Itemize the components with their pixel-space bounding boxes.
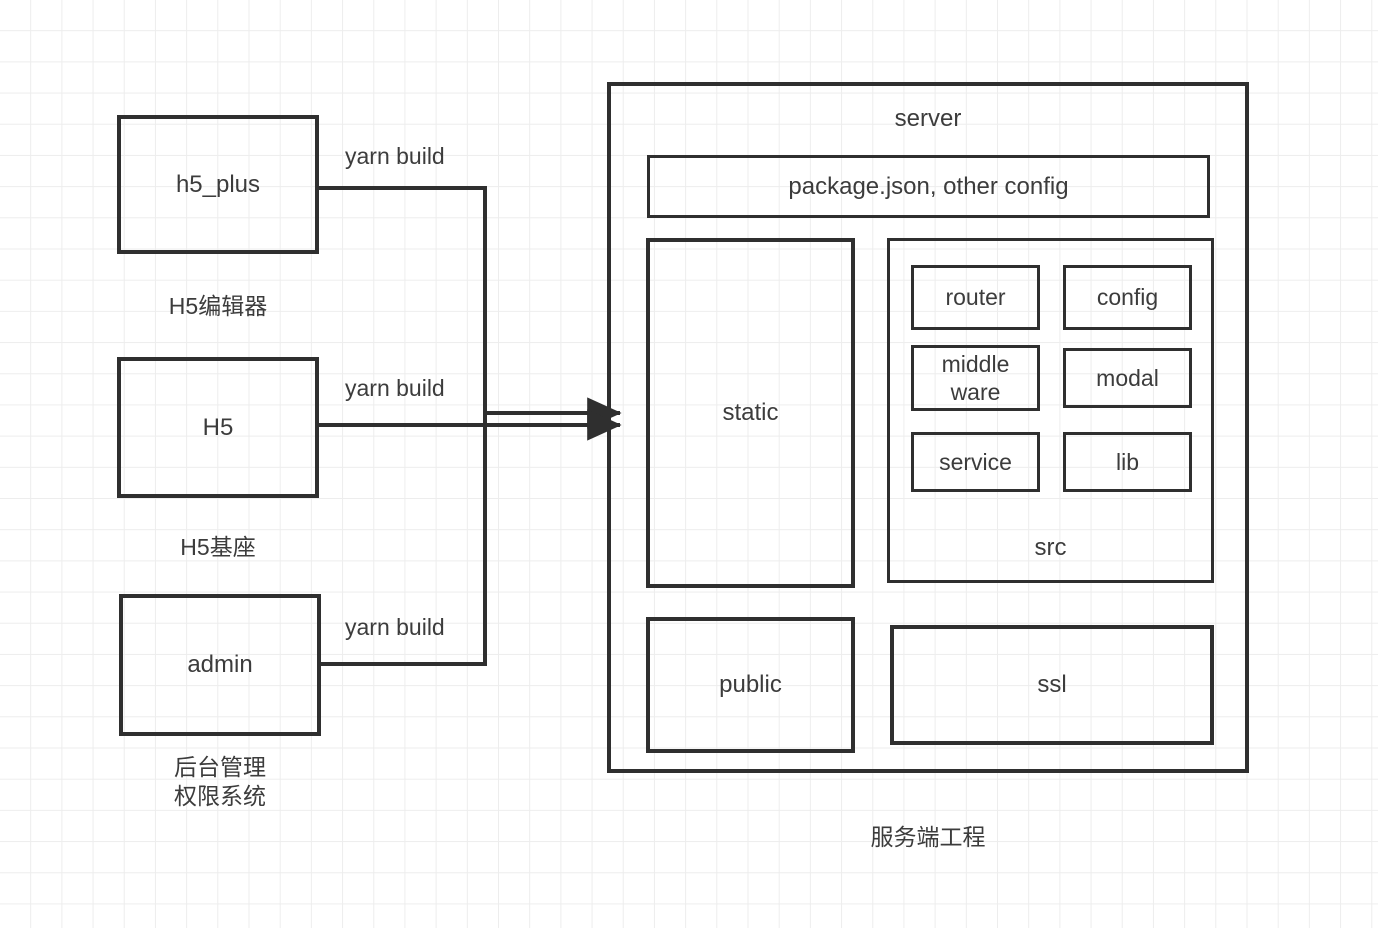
public-label: public xyxy=(719,671,782,699)
node-admin[interactable]: admin xyxy=(119,594,321,736)
node-admin-label: admin xyxy=(187,651,253,679)
src-child-router-label: router xyxy=(945,284,1006,311)
node-h5-label: H5 xyxy=(202,413,234,441)
src-child-modal-label: modal xyxy=(1096,364,1159,391)
caption-h5: H5基座 xyxy=(180,534,256,560)
src-child-lib[interactable]: lib xyxy=(1063,432,1192,492)
src-group[interactable] xyxy=(887,238,1214,583)
server-caption: 服务端工程 xyxy=(870,824,986,850)
node-h5-plus[interactable]: h5_plus xyxy=(117,115,319,254)
ssl-label: ssl xyxy=(1037,671,1067,699)
static-label: static xyxy=(722,399,779,427)
node-h5[interactable]: H5 xyxy=(117,357,319,498)
src-child-service[interactable]: service xyxy=(911,432,1040,492)
src-child-lib-label: lib xyxy=(1115,448,1139,475)
src-child-router[interactable]: router xyxy=(911,265,1040,330)
public-box[interactable]: public xyxy=(646,617,855,753)
src-child-middleware[interactable]: middle ware xyxy=(911,345,1040,411)
node-h5-plus-label: h5_plus xyxy=(175,170,261,198)
static-box[interactable]: static xyxy=(646,238,855,588)
edge-label-h5-plus: yarn build xyxy=(345,143,445,169)
src-caption: src xyxy=(1034,534,1067,561)
caption-h5-plus: H5编辑器 xyxy=(168,293,268,319)
caption-admin: 后台管理 权限系统 xyxy=(174,754,266,809)
src-child-service-label: service xyxy=(939,448,1012,475)
server-title: server xyxy=(894,105,962,132)
edge-label-admin: yarn build xyxy=(345,614,445,640)
edge-label-h5: yarn build xyxy=(345,375,445,401)
server-config-label: package.json, other config xyxy=(788,172,1069,200)
src-child-config-label: config xyxy=(1096,284,1159,311)
src-child-config[interactable]: config xyxy=(1063,265,1192,330)
ssl-box[interactable]: ssl xyxy=(890,625,1214,745)
src-child-modal[interactable]: modal xyxy=(1063,348,1192,408)
src-child-middleware-label: middle ware xyxy=(941,350,1010,405)
server-config-box[interactable]: package.json, other config xyxy=(647,155,1210,218)
server-container[interactable] xyxy=(607,82,1249,773)
